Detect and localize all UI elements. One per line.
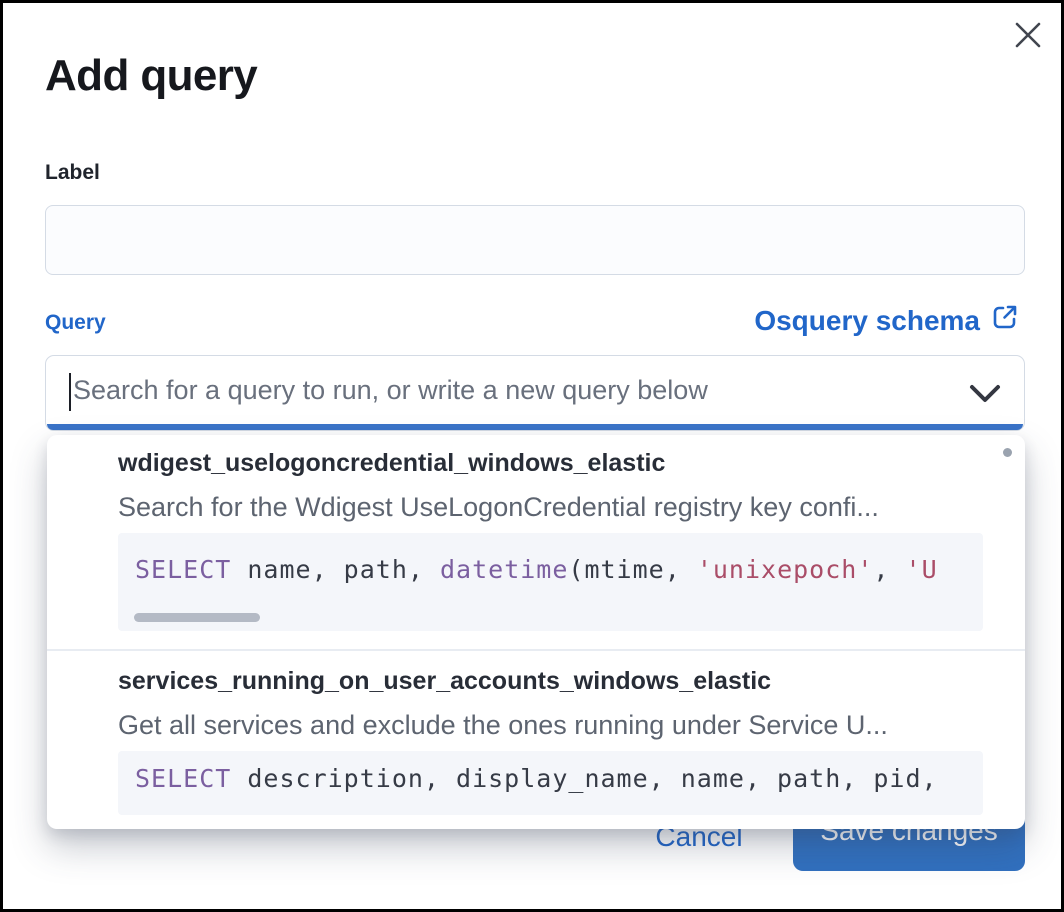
close-icon xyxy=(1012,19,1044,54)
focus-underline xyxy=(47,424,1023,430)
scroll-indicator-dot[interactable] xyxy=(1003,448,1012,457)
query-option-description: Get all services and exclude the ones ru… xyxy=(118,710,888,740)
query-field-label: Query xyxy=(45,311,106,334)
modal-title: Add query xyxy=(45,51,258,100)
chevron-down-icon[interactable] xyxy=(968,383,1002,410)
code-line: SELECT description, display_name, name, … xyxy=(135,764,938,793)
query-search-input[interactable] xyxy=(46,356,1024,430)
query-option-title: wdigest_uselogoncredential_windows_elast… xyxy=(118,449,666,477)
code-horizontal-scrollbar[interactable] xyxy=(134,613,260,622)
query-code-snippet: SELECT description, display_name, name, … xyxy=(118,751,983,815)
code-line: SELECT name, path, datetime(mtime, 'unix… xyxy=(135,555,938,584)
label-input[interactable] xyxy=(45,205,1025,275)
osquery-schema-link[interactable]: Osquery schema xyxy=(754,303,1019,338)
query-option-description: Search for the Wdigest UseLogonCredentia… xyxy=(118,492,879,522)
query-dropdown-panel: wdigest_uselogoncredential_windows_elast… xyxy=(47,435,1025,829)
text-cursor xyxy=(69,373,71,411)
query-option-wdigest[interactable]: wdigest_uselogoncredential_windows_elast… xyxy=(47,435,1025,651)
close-button[interactable] xyxy=(1005,13,1051,59)
query-option-services[interactable]: services_running_on_user_accounts_window… xyxy=(47,653,1025,829)
label-field-label: Label xyxy=(45,161,100,184)
query-code-snippet: SELECT name, path, datetime(mtime, 'unix… xyxy=(118,533,983,631)
osquery-schema-link-label: Osquery schema xyxy=(754,304,980,336)
query-option-title: services_running_on_user_accounts_window… xyxy=(118,667,772,695)
query-combobox xyxy=(45,355,1025,431)
external-link-icon xyxy=(991,303,1019,338)
